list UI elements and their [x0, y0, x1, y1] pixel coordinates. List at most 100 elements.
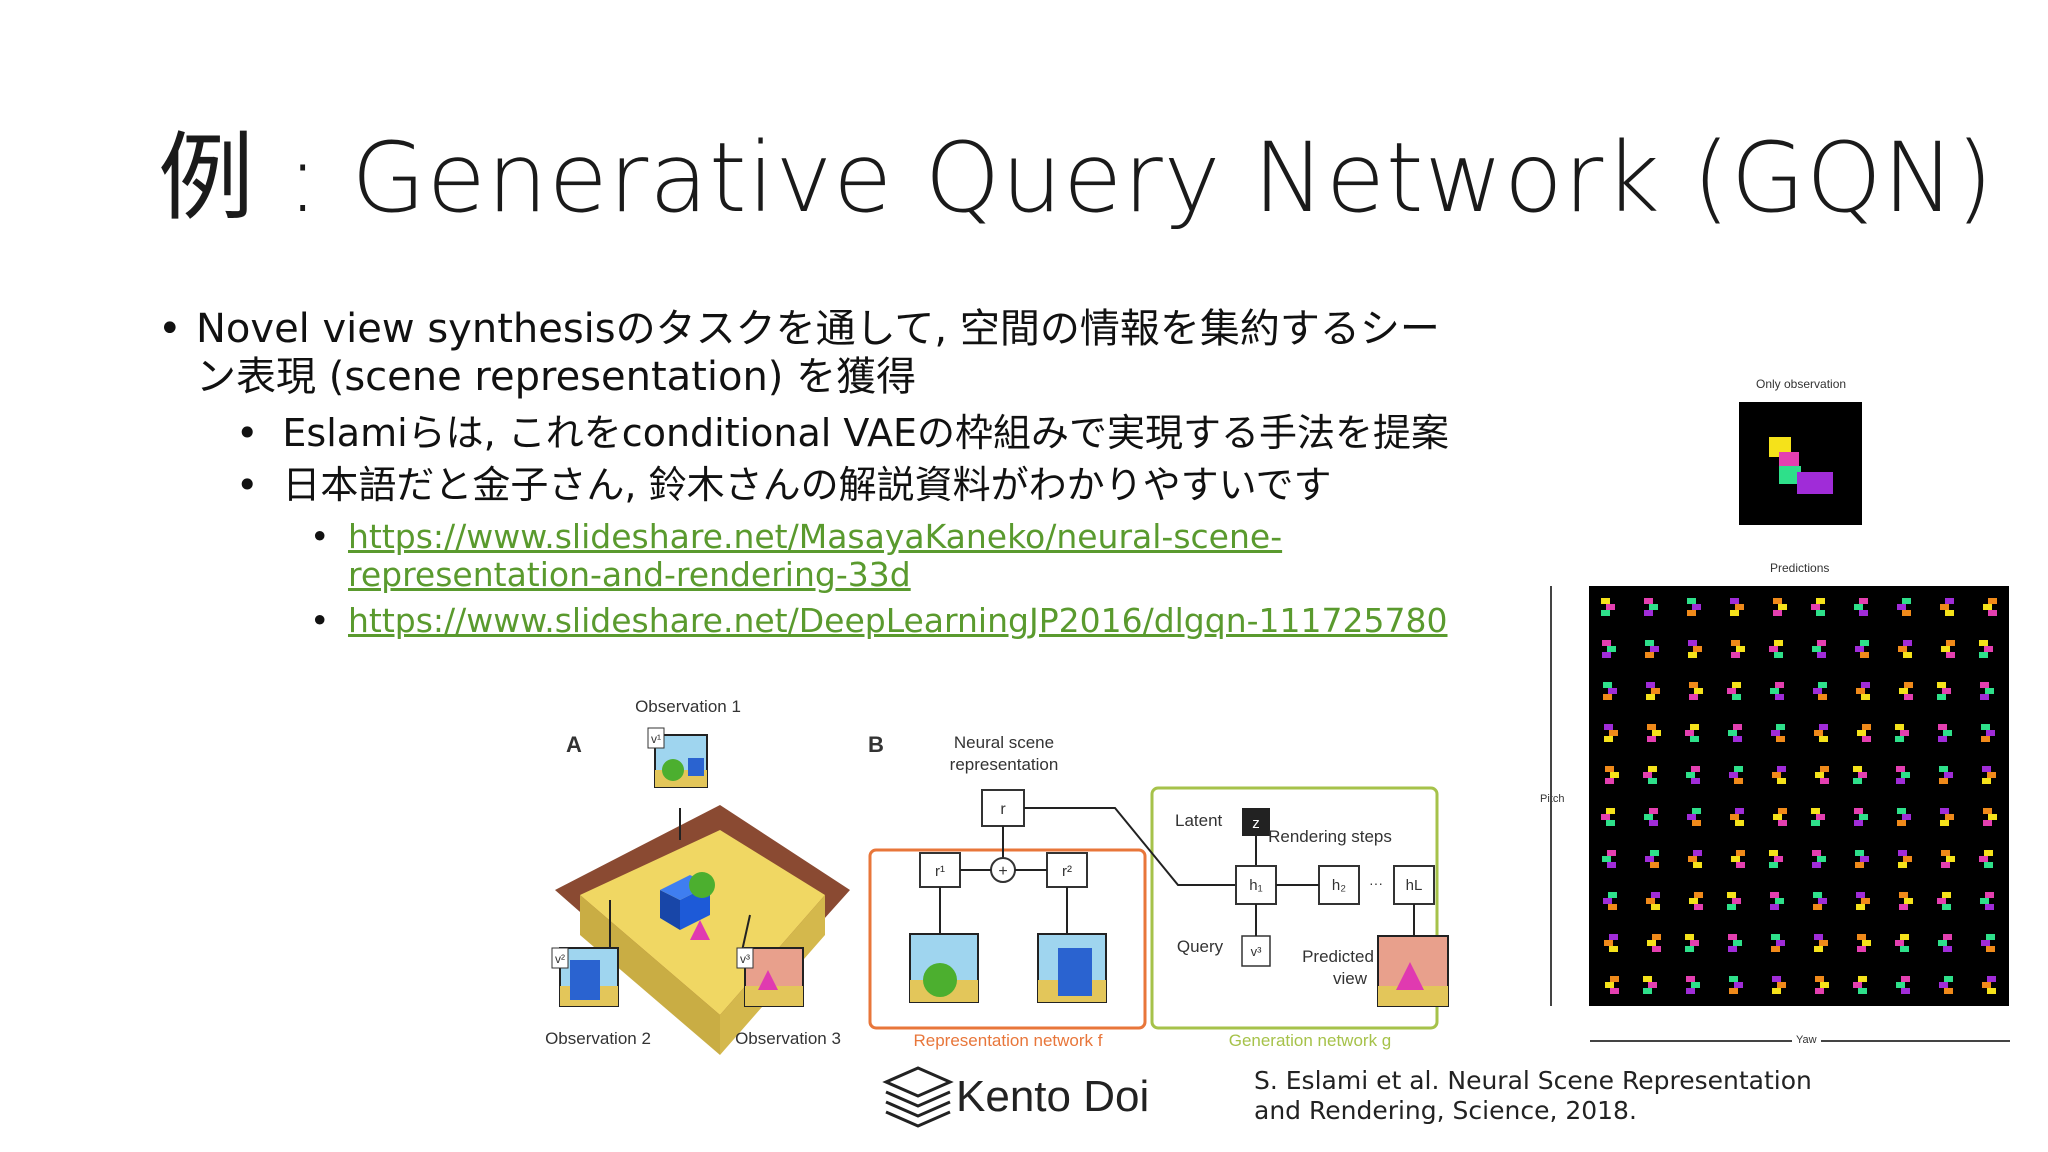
prediction-thumb [1601, 640, 1619, 658]
prediction-thumb [1685, 766, 1703, 784]
prediction-thumb [1643, 934, 1661, 952]
prediction-thumb [1853, 598, 1871, 616]
prediction-thumb [1769, 976, 1787, 994]
r2-box [1046, 852, 1088, 888]
citation-line2: and Rendering, Science, 2018. [1254, 1096, 1637, 1125]
svg-text:v³: v³ [1251, 944, 1263, 959]
prediction-thumb [1643, 682, 1661, 700]
prediction-thumb [1979, 640, 1997, 658]
prediction-thumb [1727, 892, 1745, 910]
prediction-thumb [1895, 598, 1913, 616]
prediction-thumb [1769, 640, 1787, 658]
panel-b-label: B [868, 732, 884, 757]
link-kaneko-line1[interactable]: https://www.slideshare.net/MasayaKaneko/… [348, 517, 1283, 556]
prediction-thumb [1895, 724, 1913, 742]
h2-box [1318, 865, 1360, 905]
svg-text:h₁: h₁ [1249, 877, 1262, 894]
prediction-thumb [1601, 724, 1619, 742]
prediction-thumb [1601, 766, 1619, 784]
observation-image [1739, 402, 1862, 525]
query-v-box [1241, 935, 1271, 967]
bullet-dot: • [310, 517, 330, 556]
prediction-thumb [1769, 892, 1787, 910]
only-observation-label: Only observation [1756, 377, 1847, 391]
prediction-thumb [1853, 724, 1871, 742]
obs2-label: Observation 2 [545, 1029, 651, 1048]
prediction-thumb [1685, 724, 1703, 742]
prediction-thumb [1853, 640, 1871, 658]
main-bullet-line2: ン表現 (scene representation) を獲得 [196, 354, 917, 400]
representation-label: representation [950, 755, 1059, 774]
svg-text:z: z [1252, 815, 1260, 832]
prediction-thumb [1811, 598, 1829, 616]
prediction-thumb [1727, 598, 1745, 616]
prediction-thumb [1769, 808, 1787, 826]
predictions-label: Predictions [1770, 561, 1830, 575]
prediction-thumb [1769, 598, 1787, 616]
prediction-thumb [1769, 766, 1787, 784]
prediction-thumb [1727, 766, 1745, 784]
prediction-thumb [1811, 976, 1829, 994]
prediction-thumb [1979, 850, 1997, 868]
link-kaneko-line2[interactable]: representation-and-rendering-33d [348, 555, 911, 594]
prediction-thumb [1895, 934, 1913, 952]
prediction-thumb [1895, 640, 1913, 658]
panel-a-label: A [566, 732, 582, 757]
citation-line1: S. Eslami et al. Neural Scene Representa… [1254, 1066, 1812, 1095]
svg-text:r¹: r¹ [935, 863, 945, 880]
prediction-thumb [1685, 640, 1703, 658]
prediction-thumb [1643, 892, 1661, 910]
prediction-thumb [1601, 934, 1619, 952]
prediction-thumb [1601, 976, 1619, 994]
prediction-thumb [1853, 808, 1871, 826]
svg-text:r²: r² [1062, 863, 1072, 880]
prediction-thumb [1811, 934, 1829, 952]
pink-cone-icon [690, 920, 710, 940]
prediction-thumb [1769, 724, 1787, 742]
representation-network-caption: Representation network f [914, 1031, 1103, 1050]
svg-text:+: + [998, 863, 1007, 880]
prediction-thumb [1853, 850, 1871, 868]
sub-bullet-text: Eslamiらは, これをconditional VAEの枠組みで実現する手法を… [282, 411, 1449, 455]
prediction-thumb [1685, 892, 1703, 910]
main-bullet: • Novel view synthesisのタスクを通して, 空間の情報を集約… [158, 305, 1508, 401]
prediction-thumb [1895, 850, 1913, 868]
neural-scene-label: Neural scene [954, 733, 1054, 752]
prediction-thumb [1979, 724, 1997, 742]
prediction-thumb [1643, 724, 1661, 742]
prediction-thumb [1601, 808, 1619, 826]
prediction-thumb [1685, 976, 1703, 994]
pitch-label: Pitch [1540, 793, 1565, 805]
prediction-thumb [1643, 640, 1661, 658]
obs3-label: Observation 3 [735, 1029, 841, 1048]
generation-network-caption: Generation network g [1229, 1031, 1392, 1050]
prediction-thumb [1643, 598, 1661, 616]
prediction-thumb [1937, 934, 1955, 952]
prediction-thumb [1937, 640, 1955, 658]
prediction-thumb [1685, 682, 1703, 700]
pitch-axis [1550, 586, 1552, 1006]
prediction-thumb [1853, 976, 1871, 994]
citation: S. Eslami et al. Neural Scene Representa… [1254, 1066, 1812, 1126]
prediction-thumb [1895, 682, 1913, 700]
arena-floor [580, 830, 825, 1015]
svg-text:v²: v² [555, 952, 565, 966]
prediction-thumb [1937, 808, 1955, 826]
prediction-thumb [1685, 598, 1703, 616]
prediction-thumb [1895, 892, 1913, 910]
prediction-thumb [1601, 892, 1619, 910]
generation-network-frame [1150, 786, 1439, 1030]
view-label: view [1333, 969, 1368, 988]
prediction-thumb [1727, 682, 1745, 700]
prediction-thumb [1979, 976, 1997, 994]
sub-bullet-eslami: •Eslamiらは, これをconditional VAEの枠組みで実現する手法… [236, 410, 1449, 456]
link-suzuki[interactable]: https://www.slideshare.net/DeepLearningJ… [348, 601, 1448, 640]
prediction-thumb [1937, 598, 1955, 616]
prediction-thumb [1601, 850, 1619, 868]
prediction-thumb [1853, 682, 1871, 700]
prediction-thumb [1727, 850, 1745, 868]
prediction-thumb [1685, 808, 1703, 826]
svg-text:r: r [1000, 801, 1006, 818]
hl-box [1393, 865, 1435, 905]
prediction-thumb [1643, 766, 1661, 784]
